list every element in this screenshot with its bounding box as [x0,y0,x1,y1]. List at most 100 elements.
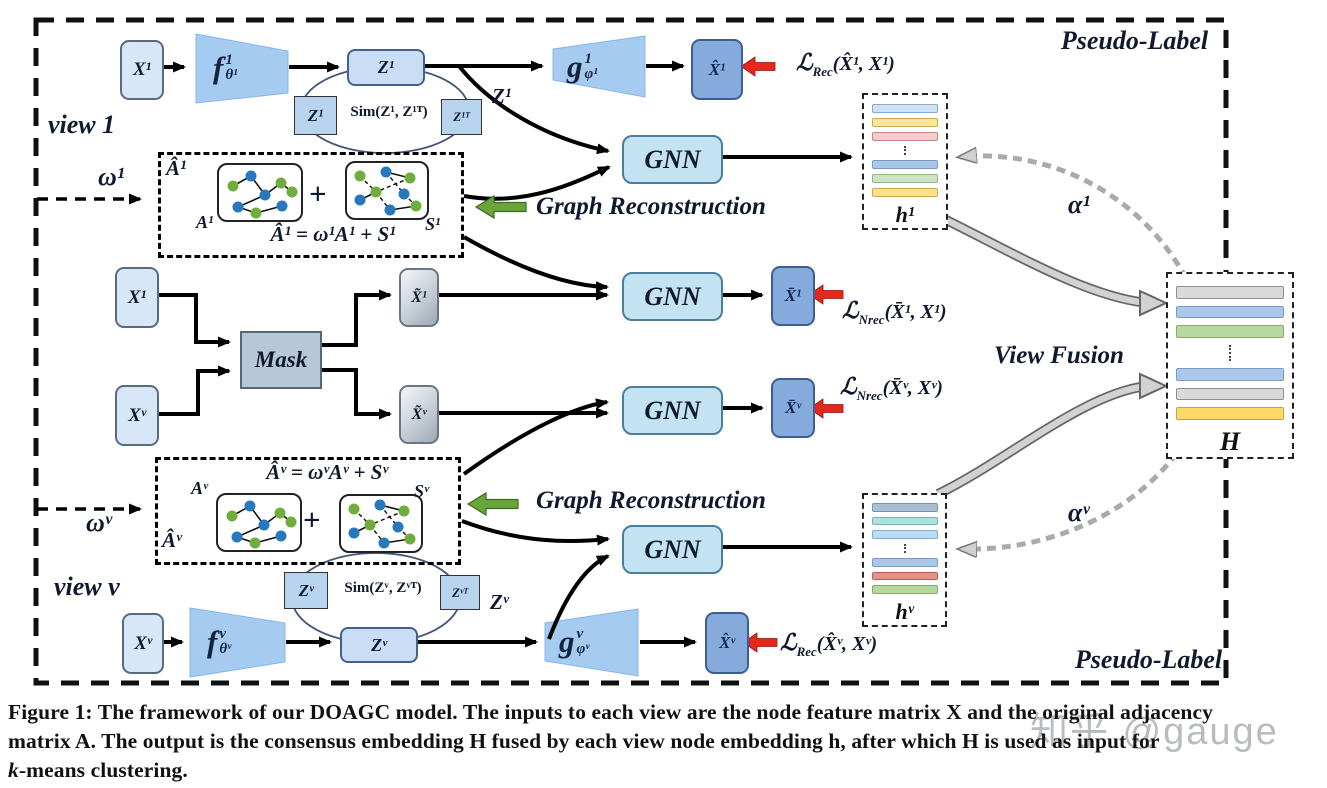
decoder-gv-label: g v φᵛ [559,624,590,659]
alpha1-label: α¹ [1068,190,1091,219]
z1-label: Z¹ [377,57,395,77]
embedding-bar [872,131,938,141]
embedding-bar [1176,305,1284,319]
embedding-bar [1176,286,1284,299]
xbar1-box: X̄¹ [771,266,815,326]
gnn-box-maskedv: GNN [622,386,723,435]
omega-dashed-arrows [37,193,142,515]
xv-masked-input-box: Xᵛ [115,385,159,446]
graph-reconstruction-box-view1 [158,152,464,258]
sim-z1-label: Z¹ [307,105,324,125]
x1-masked-label: X¹ [127,286,147,308]
encoder-trapezoid-view1 [195,33,289,104]
embedding-bar [1176,387,1284,401]
gnn-box-masked1: GNN [622,272,723,321]
sim-z1t-square: Z¹ᵀ [441,99,482,135]
xv-input-box: Xᵛ [122,613,164,674]
gnn-box-viewv: GNN [622,525,723,574]
sim-zvt-square: Zᵛᵀ [440,575,480,610]
embedding-bar [872,174,938,184]
sim-z1t-label: Z¹ᵀ [453,109,470,124]
gnn-label-4: GNN [644,534,701,564]
ellipsis-dots [903,544,906,553]
xtildev-label: X̃ᵛ [411,405,427,423]
watermark: 知乎 @gauge [1030,711,1279,753]
plus-sign-viewv: + [303,502,321,537]
rec-loss-viewv: ℒRec(X̂ᵛ, Xᵛ) [780,630,878,659]
xhat1-label: X̂¹ [708,59,726,79]
xbarv-label: X̄ᵛ [785,398,801,417]
H-label: H [1219,427,1241,457]
omega1-label: ω¹ [98,162,125,191]
embedding-bar [871,585,938,595]
zv-box: Zᵛ [340,627,418,663]
sim-zv-label: Zᵛ [298,580,314,600]
x1-masked-input-box: X¹ [115,267,159,328]
z1-curve-label: Z¹ [492,84,512,108]
nrec-loss-view1: ℒNrec(X̄¹, X¹) [842,298,947,327]
flow-arrows [155,60,853,648]
xtilde1-label: X̃¹ [411,288,427,306]
view-fusion-arrows [935,211,1169,499]
gnn-label-3: GNN [644,395,701,425]
caption-line-3-rest: -means clustering. [18,758,188,782]
mask-box: Mask [240,331,322,389]
embedding-bar [871,571,938,581]
view1-label: view 1 [48,110,116,139]
sim-text-viewv: Sim(Zᵛ, Zᵛᵀ) [344,580,422,596]
nrec-loss-viewv: ℒNrec(X̄ᵛ, Xᵛ) [840,374,943,403]
view-fusion-label: View Fusion [994,342,1124,369]
rec-loss-view1: ℒRec(X̂¹, X¹) [796,50,895,79]
decoder-trapezoid-view1 [552,35,646,98]
sim-text-view1: Sim(Z¹, Z¹ᵀ) [350,104,428,120]
embedding-bar [872,104,938,113]
graph-reconstruction-text-bottom: Graph Reconstruction [536,487,766,514]
embedding-bar [1176,367,1284,381]
encoder-trapezoid-viewv [189,607,286,678]
a1-label: A¹ [196,212,214,232]
av-label: Aᵛ [191,478,208,498]
hv-embedding-stack: hᵛ [862,493,947,627]
mask-label: Mask [254,347,308,372]
xv-masked-label: Xᵛ [128,404,146,426]
caption-line-1: Figure 1: The framework of our DOAGC mod… [8,700,1213,724]
sim-zv-square: Zᵛ [284,572,328,609]
caption-line-2: matrix A. The output is the consensus em… [8,729,1160,753]
xtilde1-box: X̃¹ [399,268,439,327]
plus-sign-view1: + [309,176,327,211]
embedding-bar [871,530,938,540]
h1-label: h¹ [895,201,915,227]
consensus-H-stack: H [1166,272,1294,459]
sim-zvt-label: Zᵛᵀ [451,584,468,600]
recon-formula-viewv: Âᵛ = ωᵛAᵛ + Sᵛ [266,460,388,484]
gnn-label-2: GNN [644,281,701,311]
zv-label: Zᵛ [371,634,387,655]
recon-formula-view1: Â¹ = ω¹A¹ + S¹ [270,222,396,246]
embedding-bar [871,503,938,512]
xbarv-box: X̄ᵛ [771,378,815,438]
gnn-label-1: GNN [644,144,701,174]
graph-reconstruction-box-viewv [155,457,461,565]
ahatv-label: Âᵛ [162,528,182,552]
zv-curve-label: Zᵛ [490,590,509,614]
embedding-bar [872,188,938,197]
gnn-box-view1: GNN [622,135,723,184]
xhatv-box: X̂ᵛ [705,612,749,674]
ahat1-label: Â¹ [166,156,187,180]
s1-label: S¹ [425,214,441,234]
encoder-fv-label: f v θᵛ [207,624,232,659]
sv-label: Sᵛ [414,481,429,501]
encoder-f1-label: f 1 θ¹ [213,50,238,85]
embedding-bar [872,117,938,127]
x1-input-box: X¹ [120,40,164,100]
xbar1-label: X̄¹ [784,286,802,305]
decoder-trapezoid-viewv [544,608,639,677]
viewv-label: view v [54,572,120,601]
decoder-g1-label: g 1 φ¹ [567,49,598,84]
caption-k-italic: k [8,758,19,782]
embedding-bar [872,160,938,170]
x1-input-label: X¹ [132,59,152,80]
omegav-label: ωᵛ [86,508,112,537]
caption-line-3: k-means clustering. [8,758,1323,783]
